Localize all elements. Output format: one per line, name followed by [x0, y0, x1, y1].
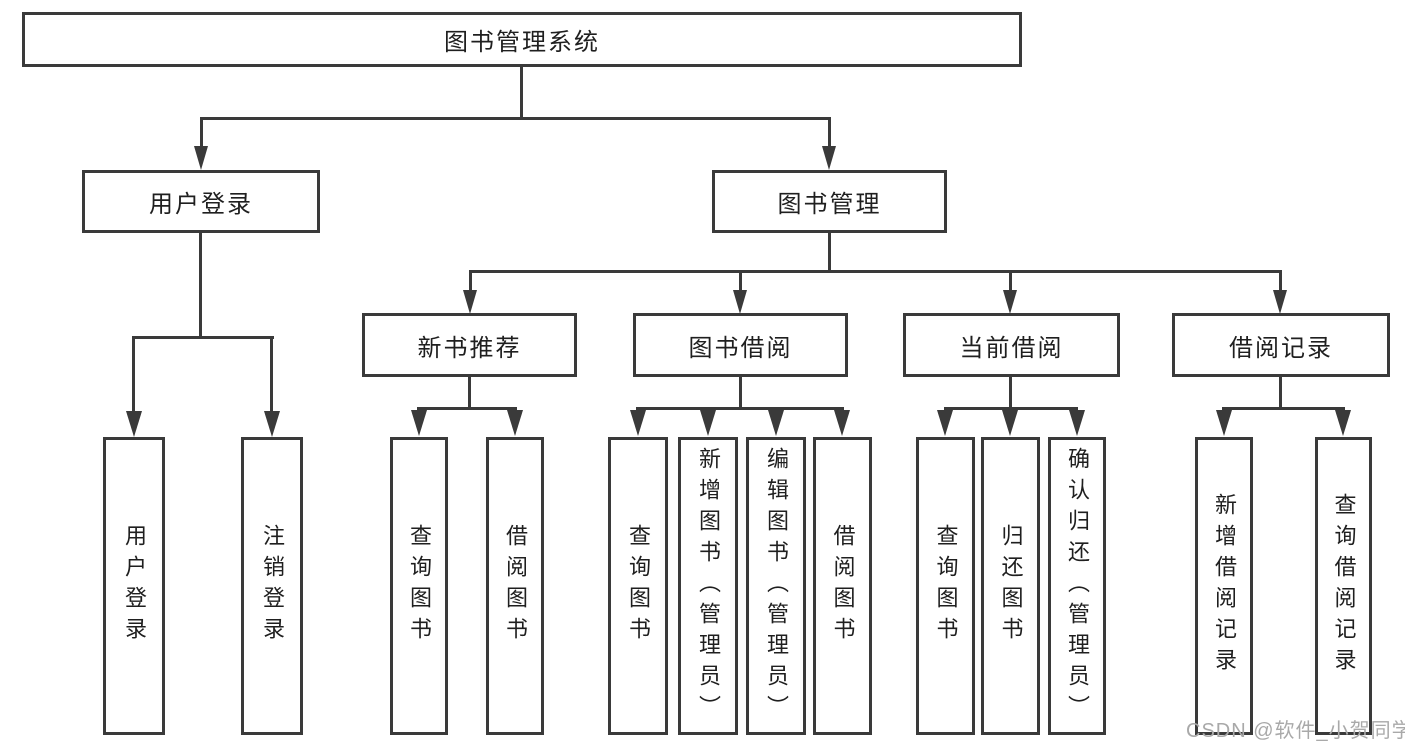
node-leaf-borrow-books-2: 借阅图书	[813, 437, 872, 735]
connector-vline	[520, 67, 523, 119]
arrowhead-down-icon	[733, 290, 747, 314]
node-label: 查询图书	[407, 524, 432, 648]
connector-vline	[1279, 377, 1282, 407]
node-label: 借阅图书	[830, 524, 856, 648]
arrowhead-down-icon	[1002, 410, 1018, 436]
arrowhead-down-icon	[1069, 410, 1085, 436]
connector-hline	[1222, 407, 1345, 410]
connector-vline	[199, 233, 202, 336]
node-leaf-confirm-return-admin: 确认归还（管理员）	[1048, 437, 1106, 735]
node-label: 编辑图书（管理员）	[764, 446, 789, 726]
connector-vline	[828, 117, 831, 148]
arrowhead-down-icon	[834, 410, 850, 436]
connector-vline	[828, 233, 831, 270]
node-leaf-add-books-admin: 新增图书（管理员）	[678, 437, 738, 735]
node-leaf-return-books: 归还图书	[981, 437, 1040, 735]
node-leaf-edit-books-admin: 编辑图书（管理员）	[746, 437, 806, 735]
arrowhead-down-icon	[937, 410, 953, 436]
node-label: 图书借阅	[688, 334, 793, 362]
node-label: 新书推荐	[417, 334, 522, 362]
node-library-management-system: 图书管理系统	[22, 12, 1022, 67]
arrowhead-down-icon	[411, 410, 427, 436]
arrowhead-down-icon	[1335, 410, 1351, 436]
connector-hline	[944, 407, 1078, 410]
node-leaf-logout: 注销登录	[241, 437, 303, 735]
arrowhead-down-icon	[700, 410, 716, 436]
arrowhead-down-icon	[507, 410, 523, 436]
connector-hline	[200, 117, 831, 120]
arrowhead-down-icon	[1216, 410, 1232, 436]
connector-vline	[1009, 377, 1012, 407]
node-current-borrow: 当前借阅	[903, 313, 1120, 377]
csdn-watermark: CSDN @软件_小贺同学	[1186, 720, 1405, 742]
node-label: 查询借阅记录	[1331, 493, 1357, 679]
node-label: 用户登录	[122, 524, 147, 648]
node-leaf-query-books-3: 查询图书	[916, 437, 975, 735]
connector-hline	[132, 336, 274, 339]
arrowhead-down-icon	[768, 410, 784, 436]
node-leaf-query-borrow-record: 查询借阅记录	[1315, 437, 1372, 735]
arrowhead-down-icon	[194, 146, 208, 170]
connector-vline	[200, 117, 203, 148]
connector-vline	[739, 270, 742, 292]
node-label: 图书管理	[777, 191, 882, 218]
node-leaf-add-borrow-record: 新增借阅记录	[1195, 437, 1253, 735]
node-leaf-query-books: 查询图书	[390, 437, 448, 735]
connector-hline	[417, 407, 517, 410]
connector-vline	[468, 377, 471, 407]
connector-vline	[469, 270, 472, 292]
arrowhead-down-icon	[463, 290, 477, 314]
node-label: 查询图书	[933, 524, 959, 648]
node-label: 确认归还（管理员）	[1065, 446, 1090, 726]
connector-vline	[1009, 270, 1012, 292]
connector-hline	[469, 270, 1282, 273]
node-label: 新增图书（管理员）	[696, 446, 721, 726]
connector-hline	[636, 407, 844, 410]
arrowhead-down-icon	[1003, 290, 1017, 314]
arrowhead-down-icon	[126, 411, 142, 437]
node-book-management: 图书管理	[712, 170, 947, 233]
node-leaf-query-books-2: 查询图书	[608, 437, 668, 735]
connector-vline	[1279, 270, 1282, 292]
node-label: 借阅记录	[1229, 334, 1333, 362]
arrowhead-down-icon	[264, 411, 280, 437]
node-leaf-borrow-books: 借阅图书	[486, 437, 544, 735]
node-label: 当前借阅	[959, 334, 1064, 362]
node-label: 注销登录	[260, 524, 285, 648]
arrowhead-down-icon	[822, 146, 836, 170]
node-label: 图书管理系统	[444, 29, 600, 56]
node-label: 归还图书	[998, 524, 1024, 648]
node-label: 借阅图书	[503, 524, 528, 648]
connector-vline	[739, 377, 742, 407]
node-user-login: 用户登录	[82, 170, 320, 233]
arrowhead-down-icon	[630, 410, 646, 436]
arrowhead-down-icon	[1273, 290, 1287, 314]
node-borrow-record: 借阅记录	[1172, 313, 1390, 377]
node-label: 查询图书	[626, 524, 651, 648]
connector-vline	[132, 336, 135, 413]
node-book-borrow: 图书借阅	[633, 313, 848, 377]
node-leaf-user-login: 用户登录	[103, 437, 165, 735]
node-new-book-recommend: 新书推荐	[362, 313, 577, 377]
connector-vline	[270, 336, 273, 413]
node-label: 用户登录	[149, 191, 253, 218]
node-label: 新增借阅记录	[1212, 493, 1237, 679]
